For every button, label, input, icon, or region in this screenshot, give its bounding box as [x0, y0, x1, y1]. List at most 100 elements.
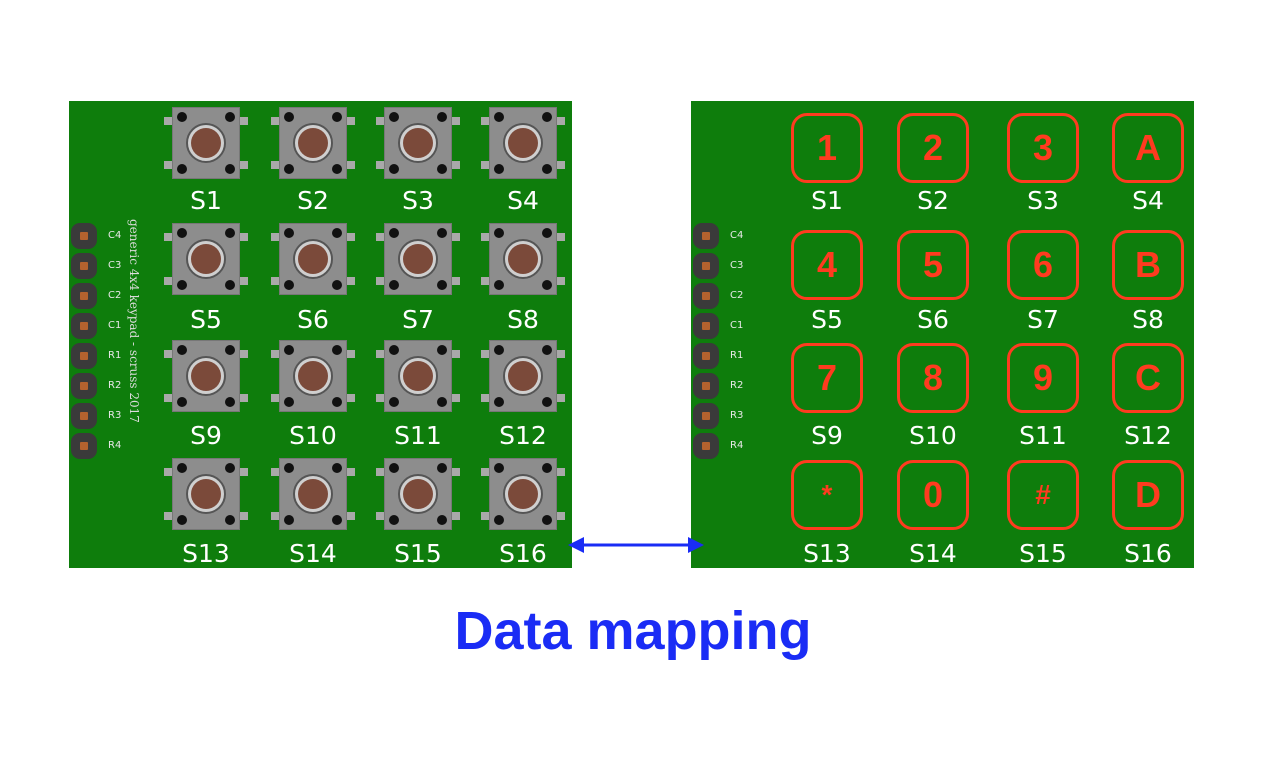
- pin-label: C2: [108, 290, 122, 301]
- pin-pad: [80, 442, 88, 450]
- double-headed-arrow-icon: [568, 537, 704, 553]
- switch-body: [489, 458, 557, 530]
- switch-body: [489, 223, 557, 295]
- switch-leg: [450, 277, 460, 285]
- switch-screw: [284, 280, 294, 290]
- switch-ring: [186, 239, 226, 279]
- switch-leg: [345, 117, 355, 125]
- tactile-switch-icon: [376, 340, 460, 412]
- keypad-key: 7: [791, 343, 863, 413]
- switch-screw: [332, 463, 342, 473]
- switch-screw: [225, 515, 235, 525]
- tactile-switch-icon: [164, 340, 248, 412]
- switch-leg: [238, 161, 248, 169]
- switch-ring: [293, 239, 333, 279]
- switch-body: [384, 340, 452, 412]
- switch-leg: [271, 350, 281, 358]
- switch-leg: [164, 161, 174, 169]
- switch-leg: [164, 394, 174, 402]
- header-pin: [693, 313, 719, 339]
- switch-label: S7: [402, 305, 434, 334]
- pin-label: C1: [108, 320, 122, 331]
- switch-screw: [494, 164, 504, 174]
- switch-body: [279, 458, 347, 530]
- switch-leg: [345, 512, 355, 520]
- pin-label: C4: [730, 230, 744, 241]
- switch-screw: [389, 515, 399, 525]
- pin-pad: [80, 352, 88, 360]
- switch-screw: [437, 397, 447, 407]
- switch-leg: [238, 277, 248, 285]
- switch-label: S15: [394, 539, 442, 568]
- keypad-key: 0: [897, 460, 969, 530]
- switch-leg: [555, 394, 565, 402]
- switch-leg: [376, 233, 386, 241]
- switch-leg: [345, 161, 355, 169]
- pin-pad: [702, 382, 710, 390]
- switch-screw: [177, 280, 187, 290]
- keypad-key: 5: [897, 230, 969, 300]
- switch-ring: [398, 474, 438, 514]
- pin-label: C3: [730, 260, 744, 271]
- pin-pad: [702, 292, 710, 300]
- switch-leg: [450, 394, 460, 402]
- header-pin: [71, 223, 97, 249]
- switch-button-cap: [298, 128, 328, 158]
- switch-screw: [542, 164, 552, 174]
- switch-leg: [481, 468, 491, 476]
- switch-leg: [555, 277, 565, 285]
- pin-pad: [702, 262, 710, 270]
- switch-screw: [494, 280, 504, 290]
- switch-label: S16: [1124, 539, 1172, 568]
- switch-screw: [542, 397, 552, 407]
- switch-screw: [437, 112, 447, 122]
- switch-screw: [389, 164, 399, 174]
- switch-leg: [271, 512, 281, 520]
- header-pin: [693, 283, 719, 309]
- switch-leg: [345, 468, 355, 476]
- switch-button-cap: [298, 479, 328, 509]
- header-pin: [693, 343, 719, 369]
- pin-label: R3: [108, 410, 122, 421]
- switch-leg: [450, 468, 460, 476]
- switch-screw: [225, 280, 235, 290]
- pin-pad: [702, 352, 710, 360]
- switch-screw: [332, 345, 342, 355]
- switch-screw: [389, 463, 399, 473]
- switch-screw: [437, 345, 447, 355]
- switch-label: S12: [499, 421, 547, 450]
- switch-label: S16: [499, 539, 547, 568]
- switch-body: [172, 340, 240, 412]
- tactile-switch-icon: [271, 458, 355, 530]
- switch-label: S1: [190, 186, 222, 215]
- switch-screw: [389, 112, 399, 122]
- switch-leg: [555, 161, 565, 169]
- pin-label: R2: [108, 380, 122, 391]
- switch-leg: [481, 233, 491, 241]
- switch-leg: [376, 161, 386, 169]
- tactile-switch-icon: [271, 107, 355, 179]
- tactile-switch-icon: [164, 107, 248, 179]
- switch-leg: [271, 468, 281, 476]
- switch-screw: [437, 228, 447, 238]
- switch-screw: [494, 515, 504, 525]
- switch-label: S2: [917, 186, 949, 215]
- switch-leg: [238, 512, 248, 520]
- switch-label: S11: [394, 421, 442, 450]
- tactile-switch-icon: [376, 107, 460, 179]
- header-pin: [71, 343, 97, 369]
- tactile-switch-icon: [481, 458, 565, 530]
- pin-label: C3: [108, 260, 122, 271]
- switch-label: S6: [917, 305, 949, 334]
- pin-pad: [702, 322, 710, 330]
- switch-screw: [284, 112, 294, 122]
- switch-screw: [177, 515, 187, 525]
- switch-screw: [177, 164, 187, 174]
- switch-ring: [186, 123, 226, 163]
- switch-ring: [503, 239, 543, 279]
- switch-body: [172, 458, 240, 530]
- pin-pad: [80, 232, 88, 240]
- switch-screw: [389, 280, 399, 290]
